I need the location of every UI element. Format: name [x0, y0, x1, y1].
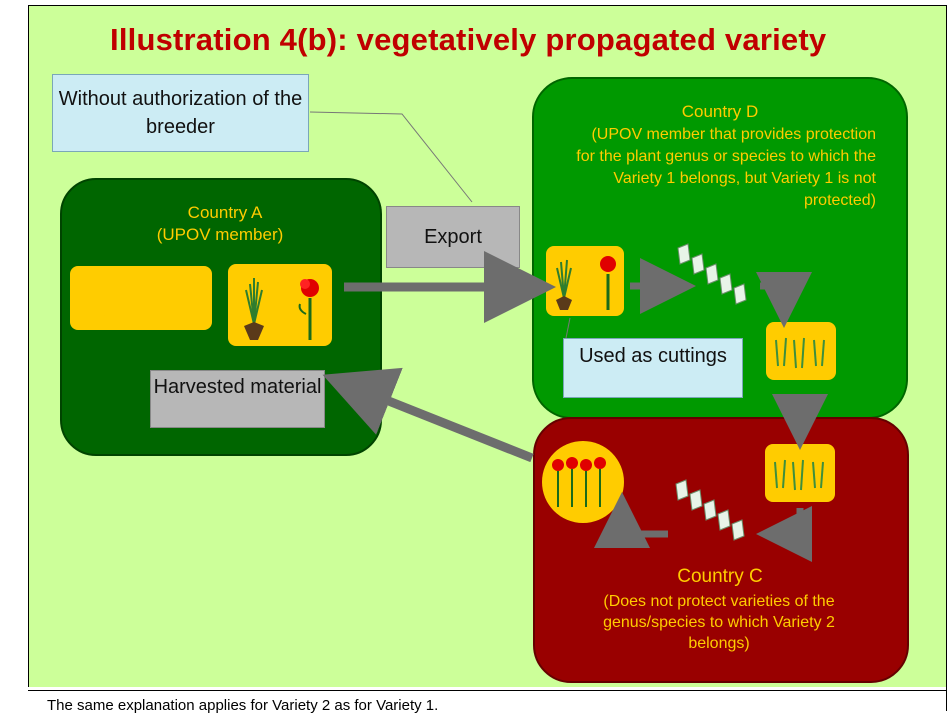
used-as-cuttings-callout: Used as cuttings	[563, 338, 743, 398]
frame-left-line	[28, 5, 29, 687]
country-d-plant-box	[546, 246, 624, 316]
seedling-to-tray-arrow	[756, 506, 812, 562]
plant-or-flower-icon	[244, 278, 319, 340]
authorization-callout: Without authorization of the breeder	[52, 74, 309, 152]
country-c-name: Country C	[677, 566, 763, 587]
country-a-name: Country A	[187, 203, 263, 222]
variety-icon-box	[228, 264, 332, 346]
cuttings-tray-icon-d	[677, 243, 747, 305]
frame-right-line	[946, 5, 947, 711]
seedlings-box-d	[766, 322, 836, 380]
tray-to-flower-arrow	[594, 492, 668, 548]
country-d-note: (UPOV member that provides protection fo…	[576, 126, 876, 209]
frame-bottom-line	[28, 690, 947, 691]
tray-to-seedling-arrow	[756, 272, 812, 328]
country-a-note: (UPOV member)	[156, 225, 284, 244]
footer-note: The same explanation applies for Variety…	[47, 697, 439, 714]
plant-or-flower-icon	[556, 256, 616, 310]
harvested-return-arrow	[322, 367, 534, 463]
flower-bunch-icon	[552, 457, 606, 507]
variety-1-box	[70, 266, 212, 330]
harvested-material-label: Harvested material	[150, 370, 325, 428]
or-label-a: or	[271, 296, 289, 318]
callout-connector	[309, 111, 571, 339]
variety-1-label: Variety 1 (protected)	[99, 276, 183, 317]
seedlings-box-c	[765, 444, 835, 502]
cuttings-tray-icon-c	[675, 479, 745, 541]
diagram-title: Illustration 4(b): vegetatively propagat…	[110, 22, 827, 57]
country-c-note: (Does not protect varieties of the genus…	[603, 593, 835, 652]
or-label-d: or	[571, 272, 589, 293]
country-d-name: Country D	[681, 102, 759, 121]
frame-top-line	[28, 5, 947, 6]
seedlings-icon	[774, 459, 824, 491]
seedlings-icon	[775, 337, 825, 369]
